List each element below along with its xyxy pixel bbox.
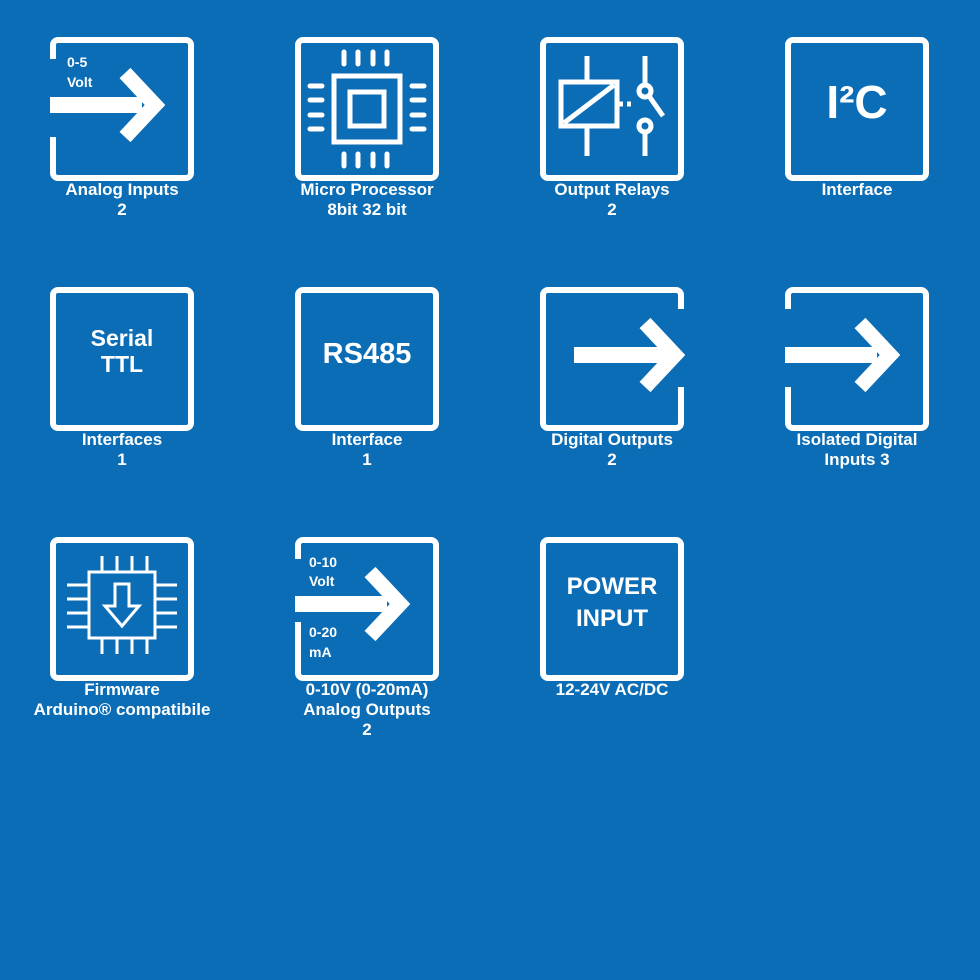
- analog-output-arrow-icon: 0-10 Volt 0-20 mA: [292, 534, 442, 684]
- tile-isolated-digital-inputs: Isolated Digital Inputs 3: [757, 284, 957, 504]
- tile-power-input: POWER INPUT 12-24V AC/DC: [512, 534, 712, 754]
- power-input-icon: POWER INPUT: [537, 534, 687, 684]
- tile-caption: Output Relays 2: [512, 180, 712, 220]
- tile-caption: 12-24V AC/DC: [512, 680, 712, 700]
- icon-label-range: 0-5: [67, 54, 87, 70]
- caption-line: 8bit 32 bit: [327, 200, 407, 219]
- caption-line: Interface: [331, 430, 403, 449]
- caption-line: Arduino® compatibile: [33, 700, 211, 719]
- icon-label-volt-range: 0-10: [309, 554, 337, 570]
- tile-caption: Interfaces 1: [22, 430, 222, 470]
- tile-rs485: RS485 Interface 1: [267, 284, 467, 504]
- tile-i2c-interface: I²C Interface: [757, 34, 957, 254]
- tile-caption: Isolated Digital Inputs 3: [757, 430, 957, 470]
- caption-line: Firmware: [84, 680, 160, 699]
- icon-label-ma-range: 0-20: [309, 624, 337, 640]
- tile-caption: Analog Inputs 2: [22, 180, 222, 220]
- caption-line: Output Relays: [554, 180, 670, 199]
- icon-label-ttl: TTL: [101, 351, 143, 377]
- arrow-out-of-box-icon: [537, 284, 687, 434]
- tile-firmware: Firmware Arduino® compatibile: [22, 534, 222, 754]
- tile-output-relays: Output Relays 2: [512, 34, 712, 254]
- tile-micro-processor: Micro Processor 8bit 32 bit: [267, 34, 467, 254]
- tile-digital-outputs: Digital Outputs 2: [512, 284, 712, 504]
- caption-line: 1: [117, 450, 127, 469]
- icon-label-i2c: I²C: [826, 76, 887, 128]
- icon-label-volt: Volt: [309, 573, 335, 589]
- caption-line: Digital Outputs: [551, 430, 673, 449]
- caption-line: 2: [362, 720, 372, 739]
- icon-label-ma: mA: [309, 644, 332, 660]
- icon-label-unit: Volt: [67, 74, 93, 90]
- serial-ttl-icon: Serial TTL: [47, 284, 197, 434]
- tile-caption: Micro Processor 8bit 32 bit: [267, 180, 467, 220]
- tile-caption: Interface 1: [267, 430, 467, 470]
- caption-line: Micro Processor: [300, 180, 434, 199]
- tile-caption: Interface: [757, 180, 957, 200]
- caption-line: Interfaces: [81, 430, 163, 449]
- caption-line: 0-10V (0-20mA): [305, 680, 429, 699]
- arrow-into-box-icon: [782, 284, 932, 434]
- icon-label-input: INPUT: [576, 605, 648, 632]
- tile-caption: Firmware Arduino® compatibile: [22, 680, 222, 720]
- tile-analog-outputs: 0-10 Volt 0-20 mA 0-10V (0-20mA) Analog …: [267, 534, 467, 754]
- caption-line: Analog Outputs: [303, 700, 431, 719]
- caption-line: 2: [607, 200, 617, 219]
- tile-analog-inputs: 0-5 Volt Analog Inputs 2: [22, 34, 222, 254]
- relay-icon: [537, 34, 687, 184]
- caption-line: 1: [362, 450, 372, 469]
- tile-caption: 0-10V (0-20mA) Analog Outputs 2: [267, 680, 467, 740]
- firmware-chip-download-icon: [47, 534, 197, 684]
- icon-label-serial: Serial: [91, 325, 154, 351]
- caption-line: 12-24V AC/DC: [555, 680, 669, 699]
- caption-line: Inputs 3: [824, 450, 890, 469]
- microprocessor-chip-icon: [292, 34, 442, 184]
- icon-label-power: POWER: [567, 573, 658, 600]
- caption-line: 2: [607, 450, 617, 469]
- tile-serial-ttl: Serial TTL Interfaces 1: [22, 284, 222, 504]
- caption-line: Interface: [821, 180, 893, 199]
- caption-line: 2: [117, 200, 127, 219]
- rs485-icon: RS485: [292, 284, 442, 434]
- arrow-into-box-icon: 0-5 Volt: [47, 34, 197, 184]
- icon-label-rs485: RS485: [323, 338, 412, 370]
- caption-line: Isolated Digital: [796, 430, 918, 449]
- i2c-icon: I²C: [782, 34, 932, 184]
- caption-line: Analog Inputs: [65, 180, 179, 199]
- tile-caption: Digital Outputs 2: [512, 430, 712, 470]
